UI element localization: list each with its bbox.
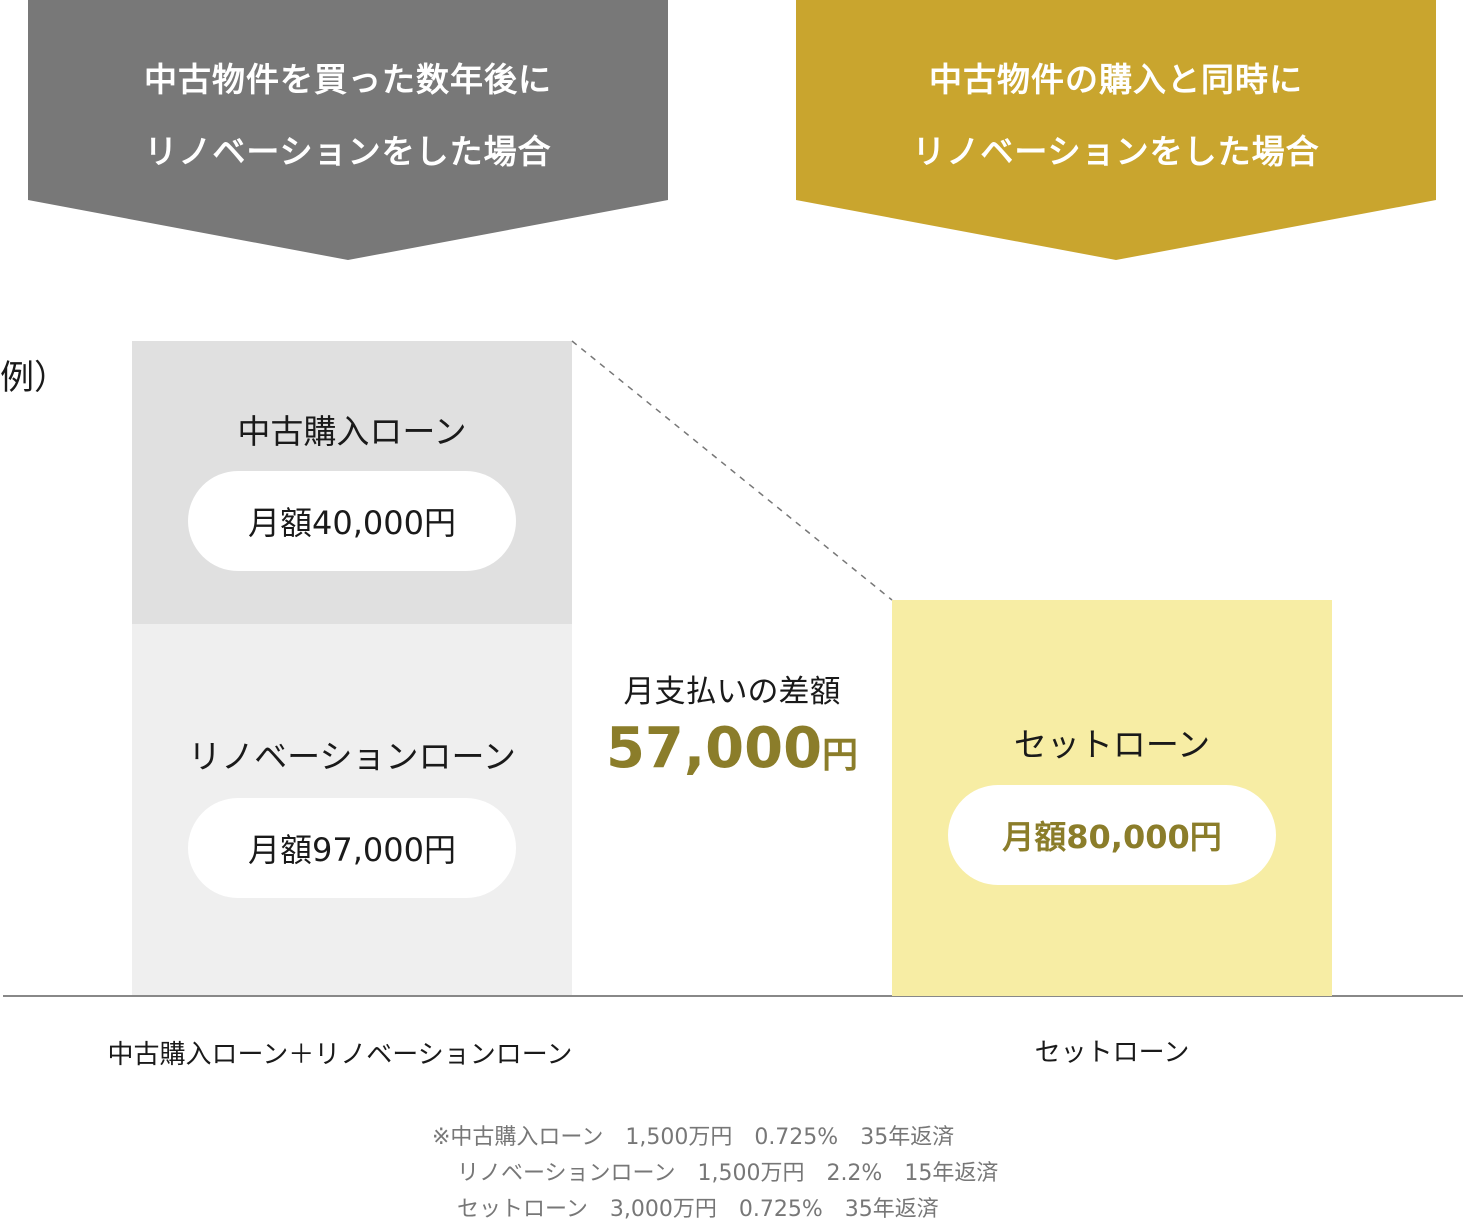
dashed-connector [571, 340, 893, 601]
example-label: 例） [0, 358, 68, 398]
difference-value: 57,000 [605, 716, 823, 781]
difference-amount: 57,000円 [592, 716, 872, 781]
left-caption: 中古購入ローン＋リノベーションローン [107, 1040, 573, 1070]
difference-label: 月支払いの差額 [623, 674, 841, 710]
banner-after-purchase: 中古物件を買った数年後に リノベーションをした場合 [28, 0, 668, 260]
banner-line2: リノベーションをした場合 [144, 132, 552, 171]
set-loan-block: セットローン 月額80,000円 [892, 600, 1332, 996]
purchase-loan-amount: 月額40,000円 [188, 471, 516, 571]
banner-line1: 中古物件の購入と同時に [929, 60, 1303, 99]
note-line: セットローン 3,000万円 0.725% 35年返済 [457, 1197, 939, 1222]
renovation-loan-title: リノベーションローン [188, 737, 516, 776]
note-line: ※中古購入ローン 1,500万円 0.725% 35年返済 [432, 1125, 955, 1150]
set-loan-title: セットローン [1013, 725, 1211, 764]
difference-unit: 円 [822, 735, 859, 776]
renovation-loan-amount: 月額97,000円 [188, 798, 516, 898]
purchase-loan-title: 中古購入ローン [237, 412, 467, 451]
banner-line1: 中古物件を買った数年後に [144, 60, 552, 99]
loan-notes: ※中古購入ローン 1,500万円 0.725% 35年返済 リノベーションローン… [432, 1120, 998, 1228]
set-loan-amount: 月額80,000円 [948, 785, 1276, 885]
renovation-loan-block: リノベーションローン 月額97,000円 [132, 624, 572, 996]
banner-line2: リノベーションをした場合 [912, 132, 1320, 171]
right-caption: セットローン [1034, 1038, 1190, 1068]
purchase-loan-block: 中古購入ローン 月額40,000円 [132, 341, 572, 624]
note-line: リノベーションローン 1,500万円 2.2% 15年返済 [457, 1161, 999, 1186]
banner-simultaneous: 中古物件の購入と同時に リノベーションをした場合 [796, 0, 1436, 260]
